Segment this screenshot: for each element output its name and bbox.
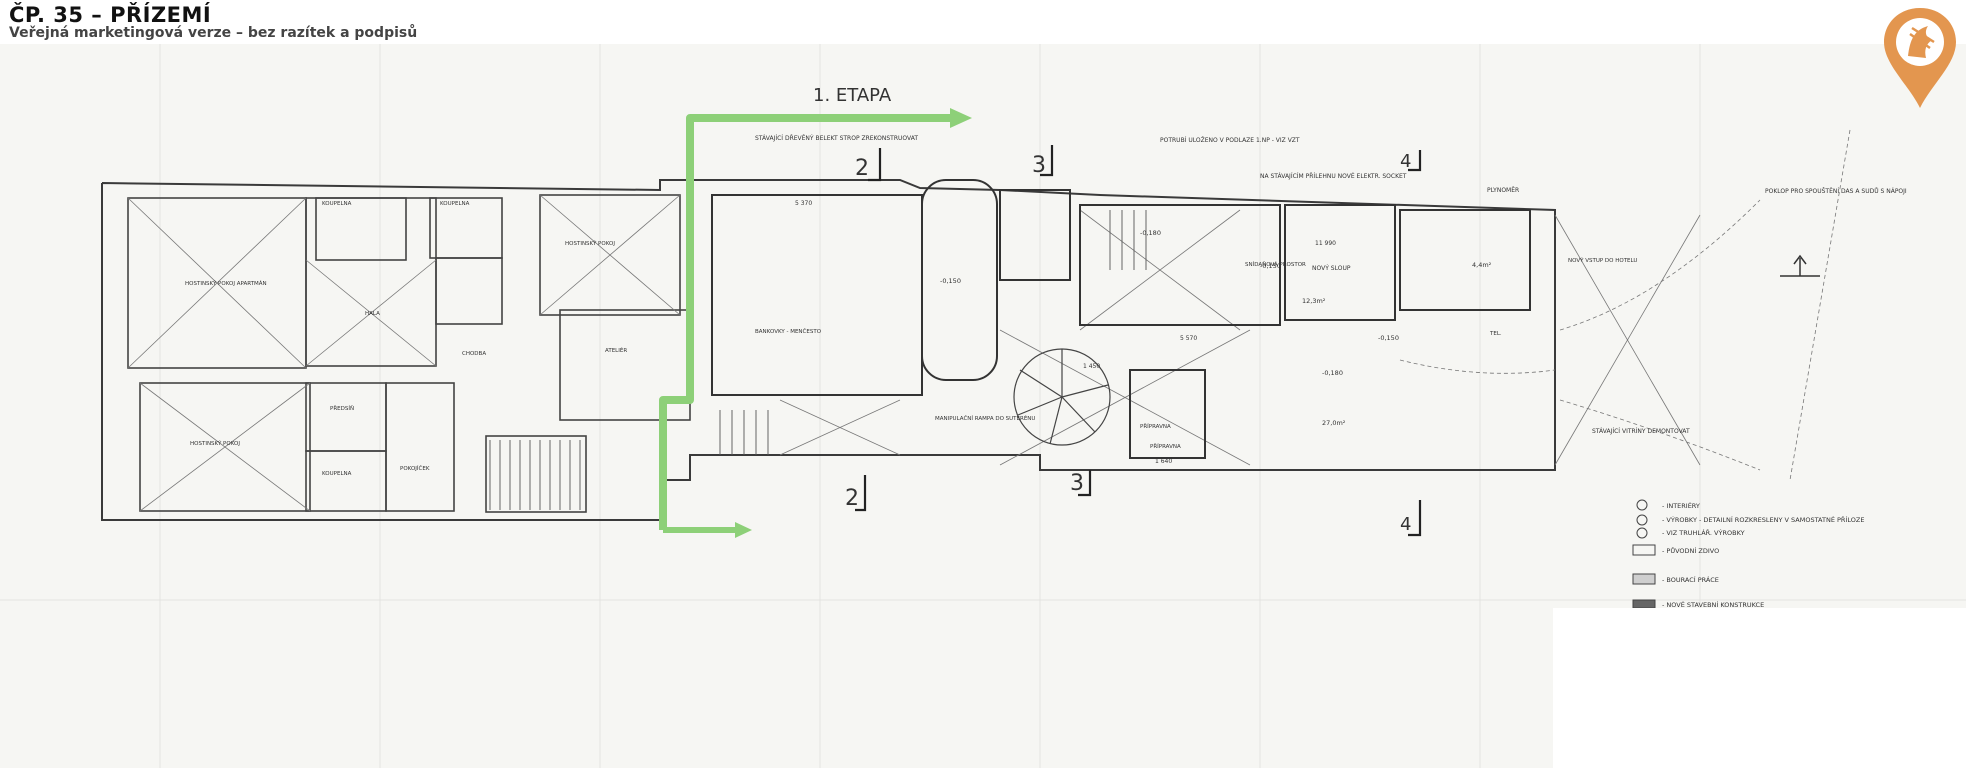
ceiling-vault-lines xyxy=(127,194,1701,512)
spiral-staircase xyxy=(1013,348,1111,446)
section-mark-3-bottom: 3 xyxy=(1070,471,1084,496)
room-label: PŘÍPRAVNA xyxy=(1150,442,1181,450)
legend-item: - PŮVODNÍ ZDIVO xyxy=(1662,546,1719,555)
drawing-note: NA STÁVAJÍCÍM PŘÍLEHNU NOVÉ ELEKTR. SOCK… xyxy=(1260,172,1407,180)
floor-plan-drawing: 1. ETAPA 2 3 4 2 3 4 HOSTINSKÝ POKOJ APA… xyxy=(0,44,1966,768)
room-label-group: HOSTINSKÝ POKOJ APARTMÁN KOUPELNA HALA K… xyxy=(185,201,1637,477)
room-label: HOSTINSKÝ POKOJ APARTMÁN xyxy=(185,280,267,287)
dimension-value: 5 570 xyxy=(1180,335,1197,342)
marker-pin-logo-icon xyxy=(1884,8,1956,108)
legend-item: - BOURACÍ PRÁCE xyxy=(1662,575,1719,584)
stage-arrow-icon xyxy=(659,108,972,538)
area-value: 4,4m² xyxy=(1472,261,1492,269)
area-value: -0,180 xyxy=(1322,369,1343,377)
dimension-value: 11 990 xyxy=(1315,240,1336,247)
drawing-note: POTRUBÍ ULOŽENO V PODLAZE 1.NP - VIZ VZT xyxy=(1160,136,1300,144)
room-label: MANIPULAČNÍ RAMPA DO SUTERÉNU xyxy=(935,414,1035,422)
room-label: PŘÍPRAVNA xyxy=(1140,422,1171,430)
area-value: -0,180 xyxy=(1140,229,1161,237)
room-label: KOUPELNA xyxy=(322,201,352,207)
room-label: HOSTINSKÝ POKOJ xyxy=(190,440,240,447)
central-hall xyxy=(711,179,1531,459)
note-group: STÁVAJÍCÍ DŘEVĚNÝ BELEKT STROP ZREKONSTR… xyxy=(755,134,1907,435)
section-mark-4-top: 4 xyxy=(1400,151,1411,172)
drawing-note: POKLOP PRO SPOUŠTĚNÍ DAS A SUDŮ S NÁPOJI xyxy=(1765,187,1907,195)
room-label: ATELIÉR xyxy=(605,346,627,354)
legend-item: - VIZ TRUHLÁŘ. VÝROBKY xyxy=(1662,528,1745,537)
area-value: 27,0m² xyxy=(1322,419,1346,427)
building-outline xyxy=(101,179,1556,521)
dashed-annotations xyxy=(1399,129,1851,481)
room-label: KOUPELNA xyxy=(440,201,470,207)
area-value: -0,150 xyxy=(940,277,961,285)
staircases xyxy=(489,210,1147,510)
area-value-group: -0,180 27,0m² -0,150 12,3m² -0,180 4,4m²… xyxy=(940,229,1492,427)
dimension-value: 5 370 xyxy=(795,200,812,207)
room-label: CHODBA xyxy=(462,351,486,357)
legend-item: - VÝROBKY - DETAILNÍ ROZKRESLENY V SAMOS… xyxy=(1662,515,1864,524)
section-mark-2-bottom: 2 xyxy=(845,486,859,511)
page-subtitle: Veřejná marketingová verze – bez razítek… xyxy=(9,25,418,41)
header-bar: ČP. 35 – PŘÍZEMÍ Veřejná marketingová ve… xyxy=(0,0,1966,44)
section-mark-4-bottom: 4 xyxy=(1400,514,1411,535)
room-label: SNÍDAŇOVÁ PROSTOR xyxy=(1245,261,1306,268)
room-label: TEL. xyxy=(1489,331,1502,337)
blank-paper-patch xyxy=(1553,608,1966,768)
dimension-value: 1 450 xyxy=(1083,363,1100,370)
area-value: 12,3m² xyxy=(1302,297,1326,305)
drawing-note: STÁVAJÍCÍ DŘEVĚNÝ BELEKT STROP ZREKONSTR… xyxy=(755,134,918,142)
room-label: KOUPELNA xyxy=(322,471,352,477)
room-label: POKOJÍČEK xyxy=(400,465,430,472)
left-wing-rooms xyxy=(127,194,691,513)
north-arrow-icon xyxy=(1780,254,1820,277)
room-label: NOVÝ VSTUP DO HOTELU xyxy=(1568,257,1637,264)
dimension-value: 1 640 xyxy=(1155,458,1172,465)
area-value: -0,150 xyxy=(1260,262,1281,270)
legend-item: - INTERIÉRY xyxy=(1662,501,1700,510)
stage-label: 1. ETAPA xyxy=(813,85,892,106)
section-mark-2-top: 2 xyxy=(855,156,869,181)
room-label: PŘEDSÍŇ xyxy=(330,404,354,412)
page-title: ČP. 35 – PŘÍZEMÍ xyxy=(9,3,212,27)
drawing-note: STÁVAJÍCÍ VITRÍNY DEMONTOVAT xyxy=(1592,428,1690,435)
legend-item: - NOVÉ STAVEBNÍ KONSTRUKCE xyxy=(1662,600,1764,609)
section-mark-3-top: 3 xyxy=(1032,153,1046,178)
room-label: HALA xyxy=(365,311,380,317)
dimension-group: 5 370 11 990 1 450 1 640 5 570 xyxy=(795,200,1336,465)
legend: - INTERIÉRY - VÝROBKY - DETAILNÍ ROZKRES… xyxy=(1632,499,1864,609)
section-cut-markers xyxy=(855,145,1422,537)
drawing-note: PLYNOMĚR xyxy=(1487,186,1519,194)
area-value: -0,150 xyxy=(1378,334,1399,342)
drawing-note: NOVÝ SLOUP xyxy=(1312,265,1351,272)
room-label: BANKOVKY - MENČESTO xyxy=(755,328,822,335)
room-label: HOSTINSKÝ POKOJ xyxy=(565,240,615,247)
